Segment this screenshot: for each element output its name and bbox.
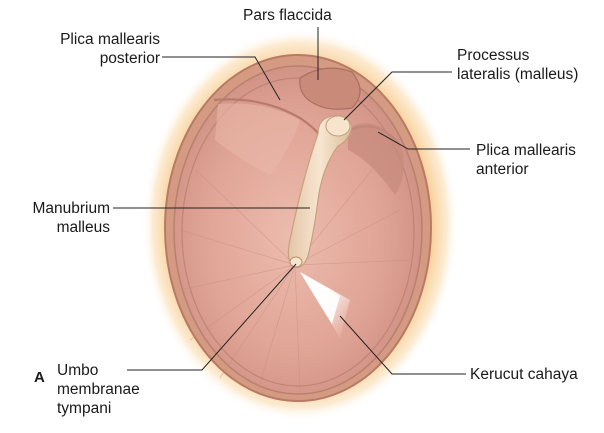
label-text: posterior bbox=[20, 49, 160, 68]
label-kerucut-cahaya: Kerucut cahaya bbox=[470, 365, 578, 384]
lateral-process bbox=[326, 116, 350, 136]
label-text: Kerucut cahaya bbox=[470, 366, 578, 383]
umbo bbox=[290, 257, 302, 267]
label-text: Umbo bbox=[57, 361, 140, 380]
label-processus-lateralis: Processus lateralis (malleus) bbox=[457, 46, 578, 84]
label-text: malleus bbox=[2, 218, 110, 237]
label-plica-posterior: Plica mallearis posterior bbox=[20, 30, 160, 68]
label-text: Pars flaccida bbox=[243, 7, 332, 24]
label-text: tympani bbox=[57, 399, 140, 418]
label-text: membranae bbox=[57, 380, 140, 399]
label-plica-anterior: Plica mallearis anterior bbox=[476, 141, 576, 179]
label-pars-flaccida: Pars flaccida bbox=[243, 6, 332, 25]
label-text: Processus bbox=[457, 46, 578, 65]
panel-letter: A bbox=[34, 368, 45, 387]
label-text: lateralis (malleus) bbox=[457, 65, 578, 84]
label-manubrium: Manubrium malleus bbox=[2, 199, 110, 237]
label-text: Plica mallearis bbox=[20, 30, 160, 49]
label-text: anterior bbox=[476, 160, 576, 179]
label-text: Plica mallearis bbox=[476, 141, 576, 160]
label-umbo: Umbo membranae tympani bbox=[57, 361, 140, 418]
label-text: Manubrium bbox=[2, 199, 110, 218]
